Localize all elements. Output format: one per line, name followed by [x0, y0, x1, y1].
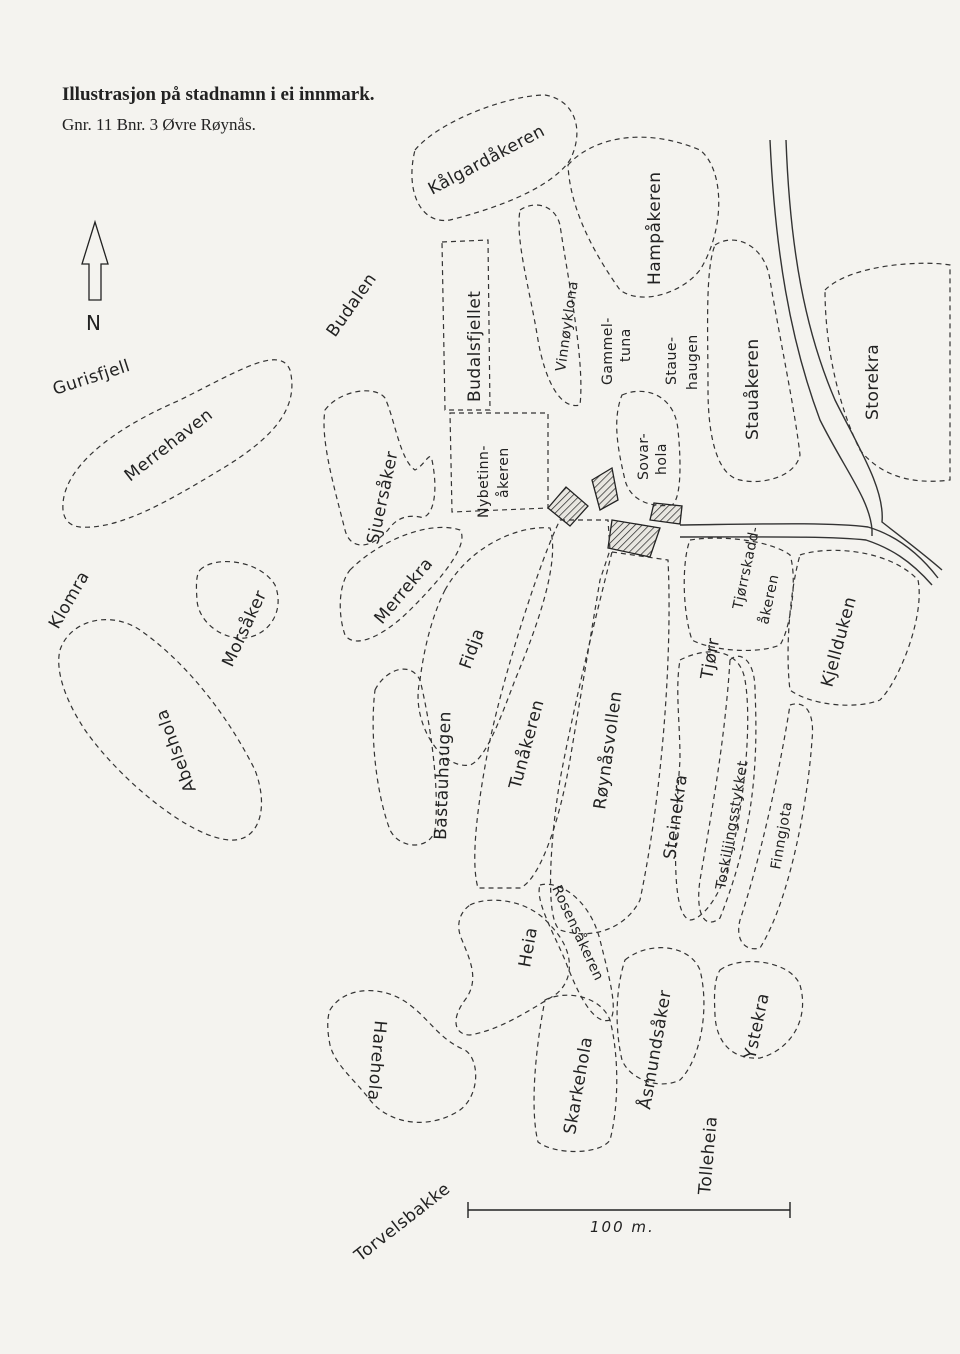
label-morsaker: Morsåker — [217, 587, 271, 670]
map-title: Illustrasjon på stadnamn i ei innmark. — [62, 84, 375, 105]
label-sjuersaker: Sjuersåker — [362, 449, 402, 546]
label-stauakeren: Stauåkeren — [742, 338, 763, 440]
field-boundaries — [58, 94, 951, 1153]
label-tjorr: Tjørr — [697, 636, 724, 682]
place-labels: Kålgardåkeren Hampåkeren Budalen Budalsf… — [45, 120, 883, 1266]
label-gammeltuna-2: tuna — [618, 328, 634, 362]
map-subtitle: Gnr. 11 Bnr. 3 Øvre Røynås. — [62, 115, 256, 134]
label-budalsfjellet: Budalsfjellet — [465, 291, 485, 402]
road — [679, 139, 943, 586]
label-staue: Staue- — [664, 337, 680, 386]
label-bastauhaugen: Bastauhaugen — [431, 711, 455, 840]
label-steinekra: Steinekra — [660, 773, 692, 861]
label-ystekra: Ystekra — [740, 991, 774, 1062]
label-tunakeren: Tunåkeren — [504, 697, 548, 792]
label-harehola: Harehola — [363, 1020, 390, 1102]
label-abelshola: Abelshola — [152, 706, 201, 795]
buildings — [547, 466, 683, 558]
label-kalgardakeren: Kålgardåkeren — [424, 120, 548, 199]
label-toskiljingsstykket: Toskiljingsstykket — [713, 759, 752, 891]
label-gammeltuna: Gammel- — [600, 317, 616, 385]
label-merrekra: Merrekra — [371, 554, 438, 628]
label-vinnoyklona: Vinnøyklona — [553, 280, 582, 373]
label-roynasvollen: Røynåsvollen — [589, 689, 626, 810]
label-tjorrakeren: åkeren — [755, 573, 782, 626]
label-heia: Heia — [515, 926, 542, 969]
label-tolleheia: Tolleheia — [695, 1115, 722, 1196]
label-nybetinn: Nybetinn- — [476, 445, 492, 518]
building — [649, 502, 683, 525]
label-storekra: Storekra — [863, 344, 883, 420]
label-sovar: Sovar- — [636, 433, 652, 480]
label-skarkehola: Skarkehola — [560, 1035, 597, 1136]
label-hampakeren: Hampåkeren — [644, 171, 665, 285]
label-torvelsbakke: Torvelsbakke — [350, 1179, 454, 1267]
label-rosensakeren: Rosensåkeren — [548, 883, 607, 984]
label-finngjota: Finngjota — [768, 800, 796, 870]
building — [591, 466, 619, 511]
label-gurisfjell: Gurisfjell — [50, 356, 132, 400]
label-tjorrskadd: Tjørrskadd- — [730, 525, 763, 612]
label-kjellduken: Kjellduken — [818, 594, 861, 689]
label-asmundsaker: Åsmundsåker — [633, 988, 676, 1111]
scale-bar-visible — [467, 1202, 791, 1218]
north-label: N — [86, 311, 101, 335]
label-budalen: Budalen — [323, 270, 381, 341]
label-fidja: Fidja — [456, 626, 489, 672]
label-akeren: åkeren — [495, 447, 512, 498]
building — [607, 519, 661, 558]
label-hola: hola — [654, 443, 670, 475]
north-arrow-icon — [81, 219, 109, 301]
label-haugen: haugen — [685, 334, 701, 390]
scale-label: 100 m. — [590, 1218, 655, 1236]
label-merrehaven: Merrehaven — [121, 405, 217, 486]
